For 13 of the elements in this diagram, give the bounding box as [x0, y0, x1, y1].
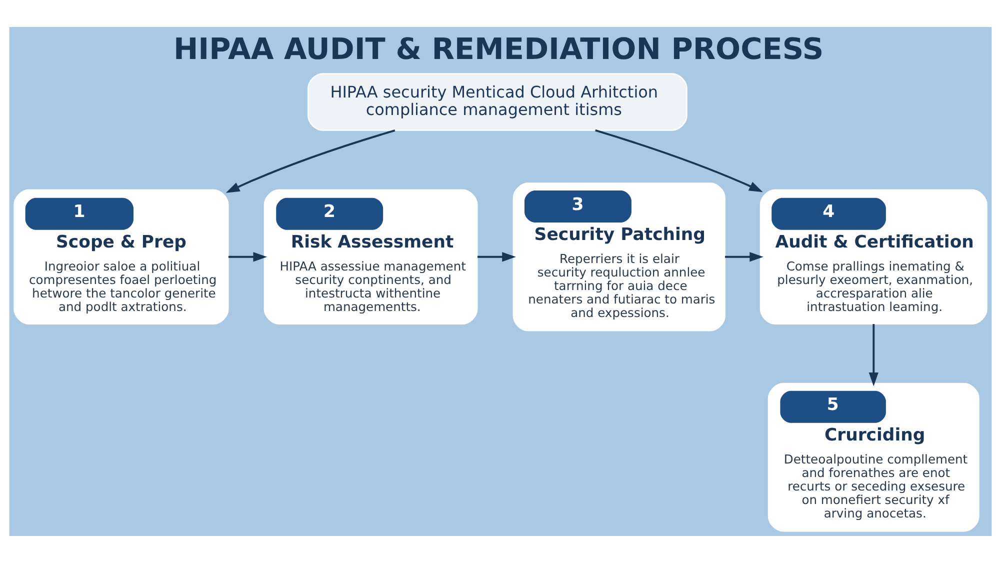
node-box: 2 Risk Assessment HIPAA assessiue management security conptinents, and intestructa withentine managementts.	[263, 189, 478, 325]
node-box: 5 Crurciding Detteoalpoutine compllement and forenathes are enot recurts or seceding exsesure on monefiert security xf arving anocetas.	[767, 382, 979, 532]
arrow	[225, 130, 395, 193]
arrow	[477, 252, 516, 262]
node-box: 4 Audit & Certification Comse prallings inemating & plesurly exeomert, exanmation, accresparation alie intrastuation leaming.	[759, 189, 987, 325]
diagram-title: HIPAA AUDIT & REMEDIATION PROCESS	[172, 32, 824, 66]
arrow	[228, 252, 266, 262]
arrow	[868, 324, 878, 386]
arrow	[594, 129, 762, 192]
node-box: HIPAA security Menticad Cloud Arhitction compliance management itisms	[306, 73, 687, 131]
arrow	[724, 252, 763, 262]
node-box: 3 Security Patching Reperriers it is elair security requluction annlee tarrning for auia dece nenaters and futiarac to maris and expessions.	[512, 182, 725, 332]
node-box: 1 Scope & Prep Ingreoior saloe a politiual compresentes foael perloeting hetwore the tancolor generite and podlt axtrations.	[13, 189, 228, 325]
